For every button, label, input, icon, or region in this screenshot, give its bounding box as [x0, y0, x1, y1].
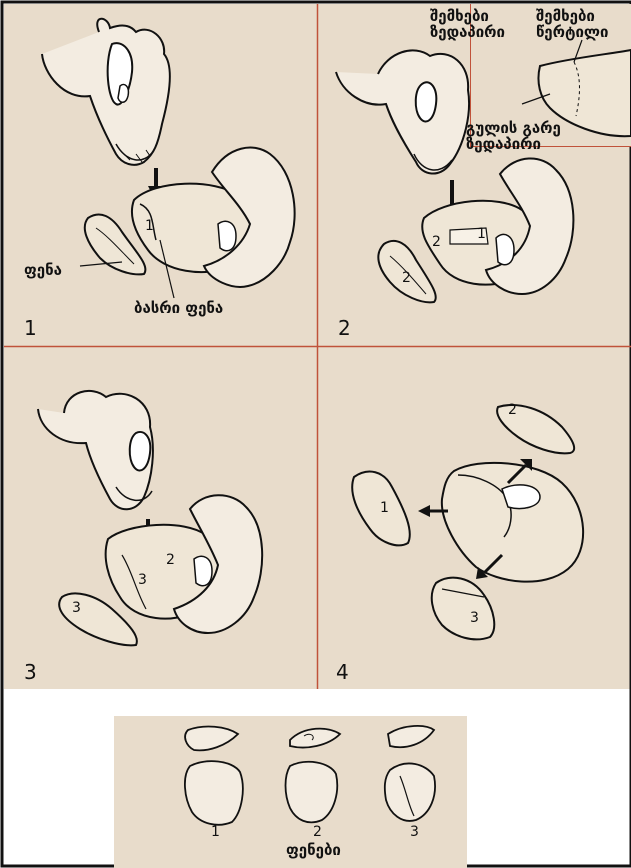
flake-mark-4-2: 2: [508, 402, 517, 418]
core-mark-3-scar-3: 3: [138, 572, 147, 588]
flakes-caption: ფენები: [286, 842, 341, 858]
hand-with-hammerstone-icon: [4, 4, 317, 346]
core-mark-2-scar-2: 2: [432, 234, 441, 250]
flake-number-3: 3: [410, 824, 419, 840]
label-base-flake: ბასრი ფენა: [134, 300, 223, 316]
step-number-4: 4: [336, 660, 349, 684]
flake-mark-3: 3: [72, 600, 81, 616]
core-icon: [318, 347, 631, 689]
label-platform-surface: შემხები ზედაპირი: [430, 8, 505, 40]
label-core-outer-surface: გულის გარე ზედაპირი: [466, 120, 561, 152]
label-flake: ფენა: [24, 262, 62, 278]
flake-number-1: 1: [211, 824, 220, 840]
step-number-2: 2: [338, 316, 351, 340]
core-mark-1: 1: [145, 218, 154, 234]
step-number-1: 1: [24, 316, 37, 340]
flake-mark-4-1: 1: [380, 500, 389, 516]
label-platform-edge: შემხები წერტილი: [536, 8, 609, 40]
core-mark-3-scar-2: 2: [166, 552, 175, 568]
flake-mark-4-3: 3: [470, 610, 479, 626]
flake-mark-2: 2: [402, 270, 411, 286]
hand-with-hammerstone-icon-3: [4, 347, 317, 689]
flake-number-2: 2: [313, 824, 322, 840]
core-mark-2-scar-1: 1: [477, 226, 486, 242]
step-number-3: 3: [24, 660, 37, 684]
